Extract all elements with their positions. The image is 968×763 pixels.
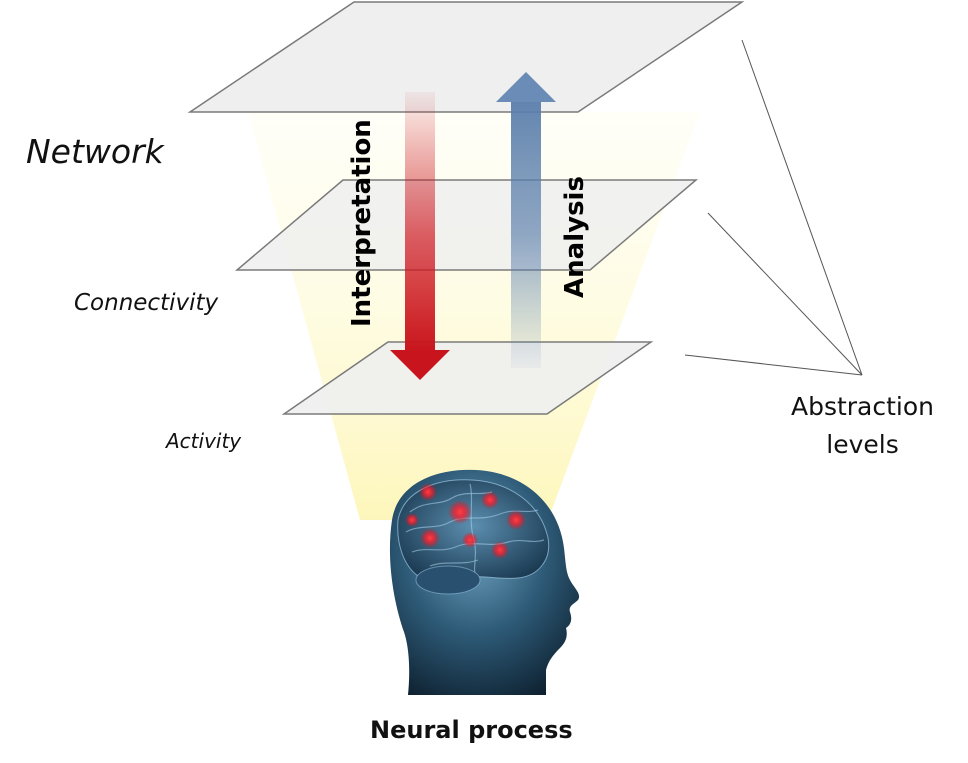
abstraction-levels-label: Abstraction levels [790, 392, 935, 459]
light-cone [248, 112, 700, 520]
level-label-network: Network [26, 132, 164, 171]
analysis-arrow [496, 72, 556, 368]
brain-head-icon [389, 469, 580, 695]
plane-activity [281, 341, 654, 415]
plane-connectivity [234, 179, 699, 271]
analysis-label: Analysis [560, 176, 590, 298]
level-label-connectivity: Connectivity [74, 290, 219, 316]
interpretation-arrow [390, 92, 450, 380]
interpretation-label: Interpretation [347, 119, 377, 327]
neural-process-label: Neural process [370, 716, 573, 744]
plane-network [187, 1, 745, 113]
abstraction-pointer-lines [684, 39, 863, 376]
level-label-activity: Activity [166, 429, 242, 453]
